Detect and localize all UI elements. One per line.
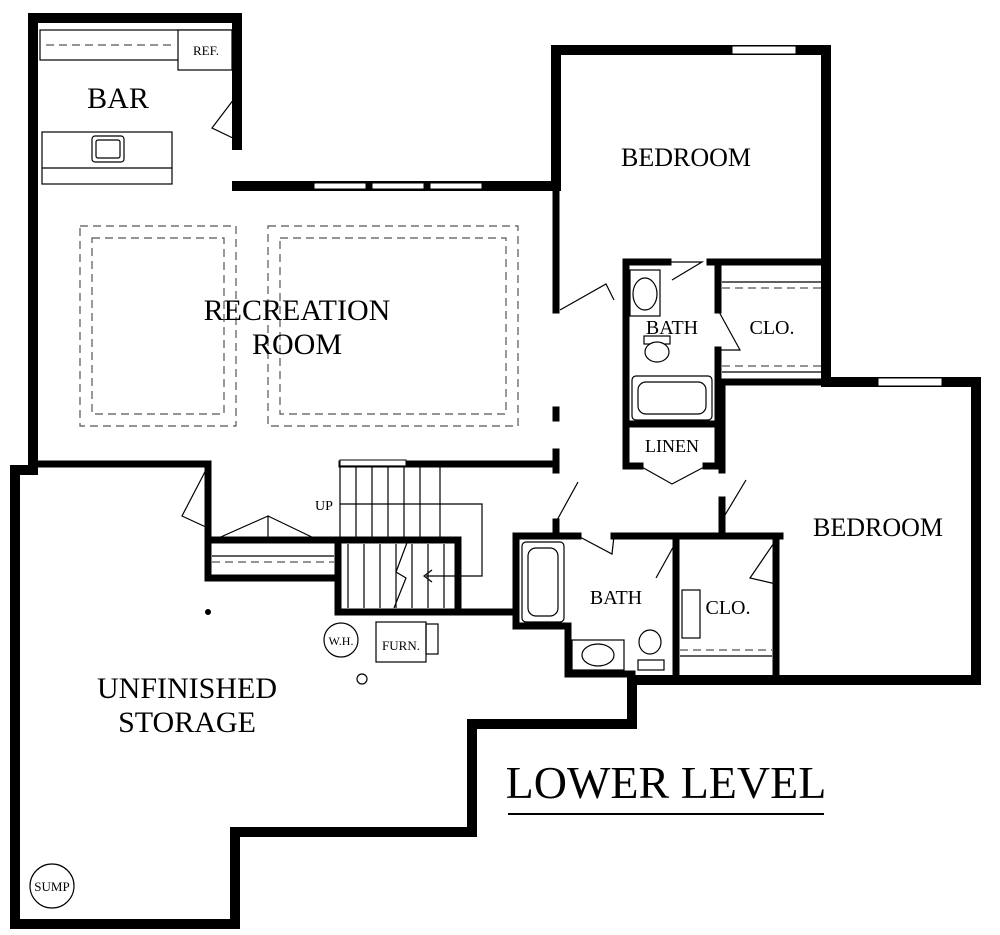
label-storage-line2: STORAGE [118,706,256,739]
window-rec-2 [371,182,425,190]
lower-toilet [638,629,662,655]
closet-shelves [212,281,822,657]
window-stair [339,459,407,468]
title-lower-level: LOWER LEVEL [506,757,827,808]
upper-tub [631,375,713,421]
label-bath-upper: BATH [646,317,698,339]
mechanical [29,609,439,909]
label-stair-up: UP [315,499,333,514]
upper-sink [632,277,658,311]
window-rec-3 [429,182,483,190]
support-post [205,609,211,615]
bath-fixtures [521,269,713,671]
label-linen: LINEN [645,436,699,456]
label-storage-line1: UNFINISHED [97,672,277,705]
doors [181,261,777,585]
floor-drain [356,673,368,685]
plan-title: LOWER LEVEL [506,757,827,815]
label-recreation-line1: RECREATION [204,294,391,327]
recreation-ceiling-details [79,225,519,427]
bar-fixtures [39,29,238,185]
room-labels: BAR REF. RECREATION ROOM BEDROOM BEDROOM… [34,43,943,894]
lower-toilet-tank [637,659,665,671]
interior-walls [29,182,830,678]
label-closet-upper: CLO. [750,317,795,339]
refrigerator [177,29,233,71]
label-recreation-line2: ROOM [252,328,342,361]
sump-pit [29,863,75,909]
window-bedroom-lower [877,377,943,387]
lower-sink [581,643,615,667]
label-bedroom-upper: BEDROOM [621,143,751,172]
lower-tub [521,541,565,623]
label-sump: SUMP [34,879,69,894]
windows [313,45,943,468]
upper-toilet [644,341,670,363]
window-rec-1 [313,182,367,190]
label-furnace: FURN. [382,638,420,653]
label-bar: BAR [87,82,149,115]
window-bedroom-upper [731,45,797,55]
label-bath-lower: BATH [590,587,642,609]
label-ref: REF. [193,43,219,58]
label-bedroom-lower: BEDROOM [813,513,943,542]
stairs [339,465,483,609]
water-heater [323,622,359,658]
bar-sink [91,135,125,163]
label-water-heater: W.H. [329,634,354,648]
label-closet-lower: CLO. [706,597,751,619]
